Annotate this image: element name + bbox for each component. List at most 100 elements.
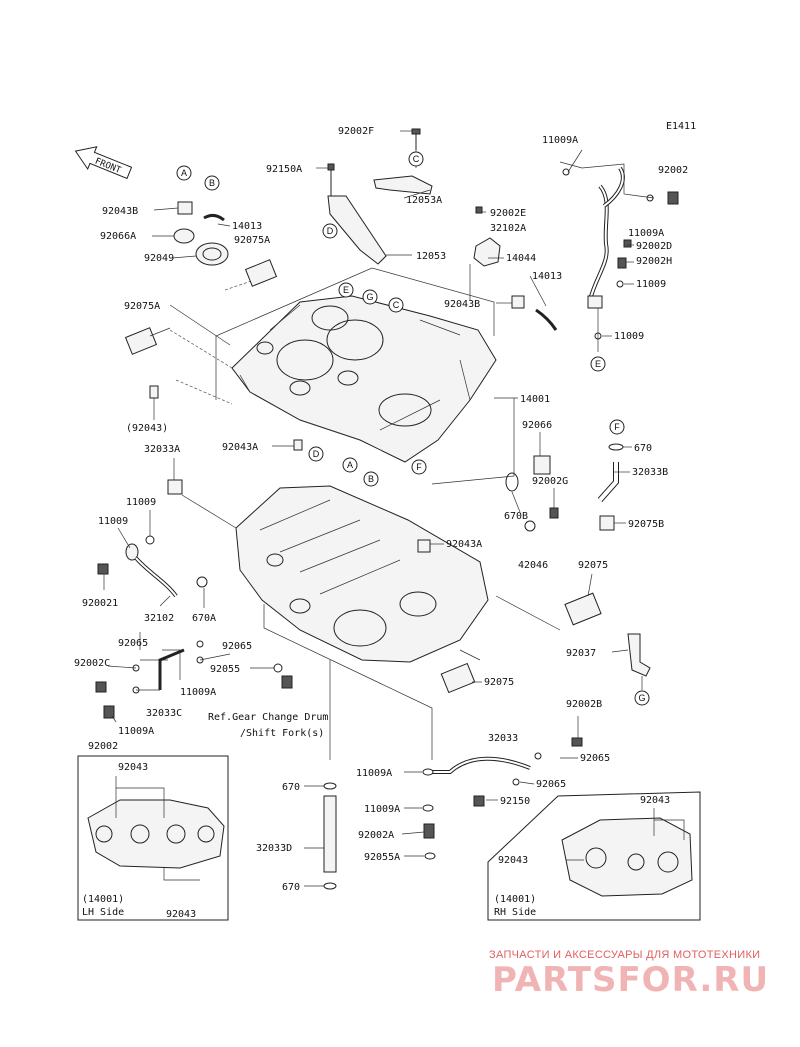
label-92066: 92066	[522, 420, 552, 431]
dowel-92043A-upper	[293, 439, 303, 451]
label-32102A: 32102A	[490, 223, 526, 234]
label-92065-a: 92065	[118, 638, 148, 649]
rh-side-inset	[487, 791, 701, 921]
ref-note-line1: Ref.Gear Change Drum	[208, 712, 328, 723]
oring-670-c1	[323, 782, 337, 790]
watermark-tagline: ЗАПЧАСТИ И АКСЕССУАРЫ ДЛЯ МОТОТЕХНИКИ	[489, 949, 761, 961]
label-92002-b: 92002	[88, 741, 118, 752]
callout-A-mid: A	[342, 457, 358, 473]
filter-32033A	[167, 479, 183, 495]
label-92043A-lower: 92043A	[446, 539, 482, 550]
dowel-92043B-left	[177, 201, 193, 215]
callout-G-upper: G	[362, 289, 378, 305]
bolt-92002F	[411, 128, 421, 150]
plate-12053	[327, 195, 387, 265]
label-670-c2: 670	[282, 882, 300, 893]
label-11009-l2: 11009	[98, 516, 128, 527]
leader-lines	[103, 130, 634, 887]
bolt-92002C	[95, 681, 107, 693]
svg-text:G: G	[638, 693, 645, 703]
collar-92075B	[599, 515, 615, 531]
label-670-r: 670	[634, 443, 652, 454]
label-92002F: 92002F	[338, 126, 374, 137]
label-92065-c: 92065	[580, 753, 610, 764]
label-12053: 12053	[416, 251, 446, 262]
bolt-92002	[667, 191, 679, 205]
label-92150A: 92150A	[266, 164, 302, 175]
label-92002H: 92002H	[636, 256, 672, 267]
label-670-c1: 670	[282, 782, 300, 793]
bolt-92002G	[549, 507, 559, 519]
bolt-92002H	[617, 257, 627, 269]
label-670A: 670A	[192, 613, 216, 624]
label-92075B: 92075B	[628, 519, 664, 530]
callout-E-pipe: E	[590, 356, 606, 372]
bolt-920021	[97, 563, 109, 575]
svg-text:E: E	[343, 285, 349, 295]
bearing-92075	[564, 592, 602, 626]
label-92002D: 92002D	[636, 241, 672, 252]
label-920021: 920021	[82, 598, 118, 609]
oring-670B	[505, 472, 519, 492]
lower-crankcase	[235, 485, 489, 663]
label-92065-d: 92065	[536, 779, 566, 790]
lh-side-ref: (14001)	[82, 894, 124, 905]
label-92043-paren: (92043)	[126, 423, 168, 434]
label-32033C: 32033C	[146, 708, 182, 719]
label-32033D: 32033D	[256, 843, 292, 854]
label-11009-l1: 11009	[126, 497, 156, 508]
label-92043A-upper: 92043A	[222, 442, 258, 453]
label-14013-right: 14013	[532, 271, 562, 282]
pipe-32102	[134, 556, 178, 598]
label-14044: 14044	[506, 253, 536, 264]
label-11009A-top: 11009A	[542, 135, 578, 146]
label-32033A: 32033A	[144, 444, 180, 455]
callout-G-right: G	[634, 690, 650, 706]
label-32033: 32033	[488, 733, 518, 744]
label-92002B: 92002B	[566, 699, 602, 710]
svg-text:E: E	[595, 359, 601, 369]
ring-92066A	[173, 228, 195, 244]
diagram-code: E1411	[666, 121, 696, 132]
label-92002C: 92002C	[74, 658, 110, 669]
label-14001: 14001	[520, 394, 550, 405]
svg-text:G: G	[366, 292, 373, 302]
bracket-12053A	[373, 175, 433, 195]
svg-text:F: F	[416, 462, 422, 472]
callout-B-top: B	[204, 175, 220, 191]
svg-text:B: B	[209, 178, 215, 188]
bearing-92075A-top	[244, 259, 278, 287]
label-92150: 92150	[500, 796, 530, 807]
label-92002E: 92002E	[490, 208, 526, 219]
label-92075A-left: 92075A	[234, 235, 270, 246]
label-92075A-mid: 92075A	[124, 301, 160, 312]
bolt-92002E	[475, 206, 483, 214]
upper-crankcase	[231, 295, 497, 463]
rh-side-label: RH Side	[494, 907, 536, 918]
callout-D-top: D	[322, 223, 338, 239]
oring-670-r	[608, 443, 624, 451]
bolt-92002D	[623, 239, 632, 248]
svg-text:D: D	[313, 449, 320, 459]
svg-text:F: F	[614, 422, 620, 432]
label-32102: 32102	[144, 613, 174, 624]
svg-text:A: A	[347, 460, 353, 470]
bracket-14044	[473, 237, 501, 267]
bolt-92150A	[327, 163, 335, 196]
label-11009A-f: 11009A	[364, 804, 400, 815]
label-92066A: 92066A	[100, 231, 136, 242]
label-670B: 670B	[504, 511, 528, 522]
pipe-32033	[432, 756, 531, 774]
label-32033B: 32033B	[632, 467, 668, 478]
label-11009A-mid: 11009A	[628, 228, 664, 239]
callout-C-top: C	[408, 151, 424, 167]
svg-text:D: D	[327, 226, 334, 236]
label-14013-left: 14013	[232, 221, 262, 232]
dowel-92043-paren	[149, 385, 159, 399]
part-labels: 92002F 92150A 12053A 12053 92002E 32102A…	[74, 126, 688, 920]
plate-92037	[627, 633, 651, 677]
front-arrow-icon: FRONT	[74, 146, 133, 180]
label-92075-r: 92075	[578, 560, 608, 571]
label-92043-rh-top: 92043	[640, 795, 670, 806]
